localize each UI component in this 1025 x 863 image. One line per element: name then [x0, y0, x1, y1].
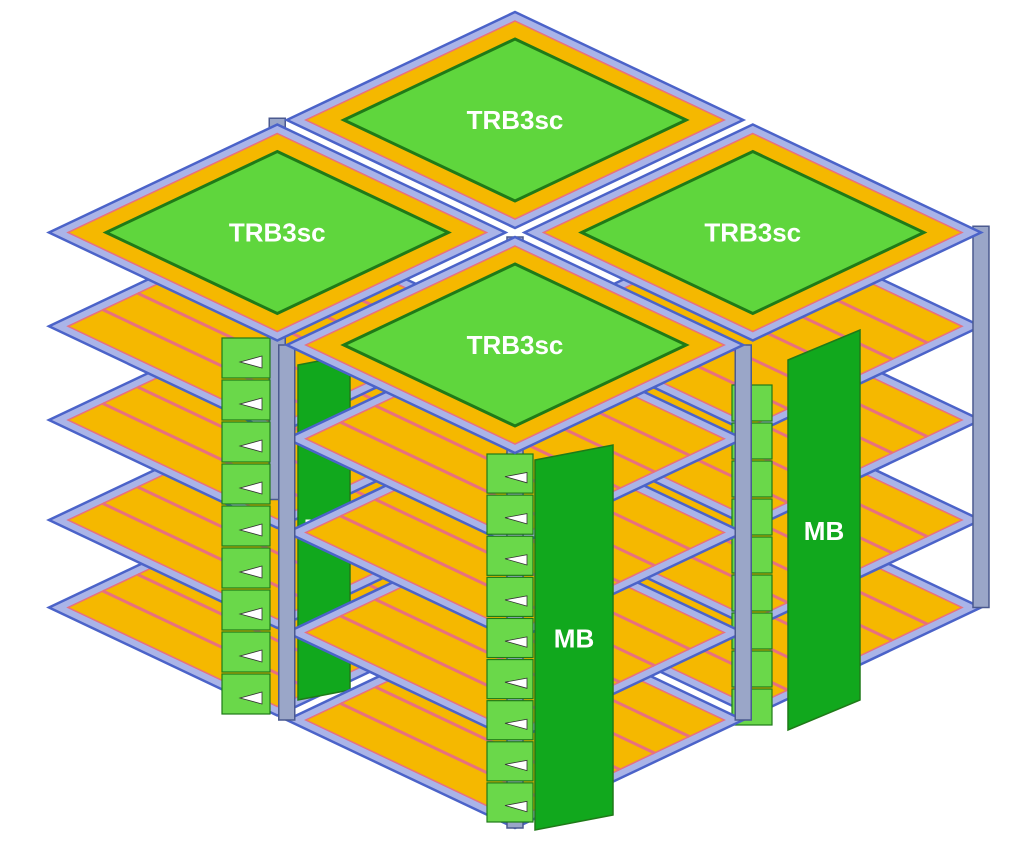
tray-stripe	[102, 502, 313, 604]
connector-pin-icon	[238, 607, 263, 621]
trb-label: TRB3sc	[467, 105, 564, 135]
trb-label: TRB3sc	[704, 218, 801, 248]
mb-right: MB	[787, 328, 861, 732]
mb-connector	[486, 700, 534, 741]
connector-pin-icon	[238, 649, 263, 663]
mb-connector	[221, 337, 271, 379]
mb-board	[787, 328, 861, 732]
connector-pin-icon	[238, 565, 263, 579]
connector-pin-icon	[504, 554, 528, 566]
connector-pin-icon	[238, 481, 263, 495]
mb-connector	[221, 379, 271, 421]
mb-connector	[221, 547, 271, 589]
connector-pin-icon	[238, 691, 263, 705]
trb-module-left: TRB3sc	[46, 123, 509, 342]
mb-label: MB	[554, 624, 594, 654]
mb-board	[534, 444, 614, 831]
connector-pin-icon	[504, 718, 528, 730]
trb-board	[578, 149, 928, 316]
connector-pin-icon	[238, 355, 263, 369]
trb-module-back: TRB3sc	[283, 10, 747, 230]
connector-pin-icon	[504, 759, 528, 772]
connector-pin-icon	[504, 800, 528, 813]
corner-post	[278, 344, 296, 721]
connector-pin-icon	[238, 397, 263, 411]
mb-label: MB	[804, 516, 844, 546]
connector-pin-icon	[238, 439, 263, 453]
mb-connector	[221, 421, 271, 463]
mb-left-connectors	[221, 337, 271, 715]
trb-module-right: TRB3sc	[521, 123, 984, 342]
mb-connector	[221, 505, 271, 547]
mb-connector	[221, 589, 271, 631]
connector-pin-icon	[504, 472, 528, 484]
trb-board	[102, 149, 452, 316]
connector-pin-icon	[238, 523, 263, 537]
trb-module-front: TRB3sc	[283, 235, 747, 455]
trb-board	[340, 262, 690, 428]
mb-connector	[221, 631, 271, 673]
tray-stripe	[102, 589, 313, 692]
mb-connector	[221, 673, 271, 715]
corner-post	[972, 225, 990, 609]
connector-pin-icon	[504, 636, 528, 648]
trb-board	[340, 37, 690, 203]
corner-post	[734, 344, 752, 721]
trb-label: TRB3sc	[229, 218, 326, 248]
connector-pin-icon	[504, 595, 528, 607]
connector-pin-icon	[504, 677, 528, 689]
mb-front: MB	[486, 444, 614, 831]
connector-pin-icon	[504, 513, 528, 525]
mb-connector	[486, 576, 534, 618]
mb-connector	[221, 463, 271, 505]
trb-label: TRB3sc	[467, 330, 564, 360]
